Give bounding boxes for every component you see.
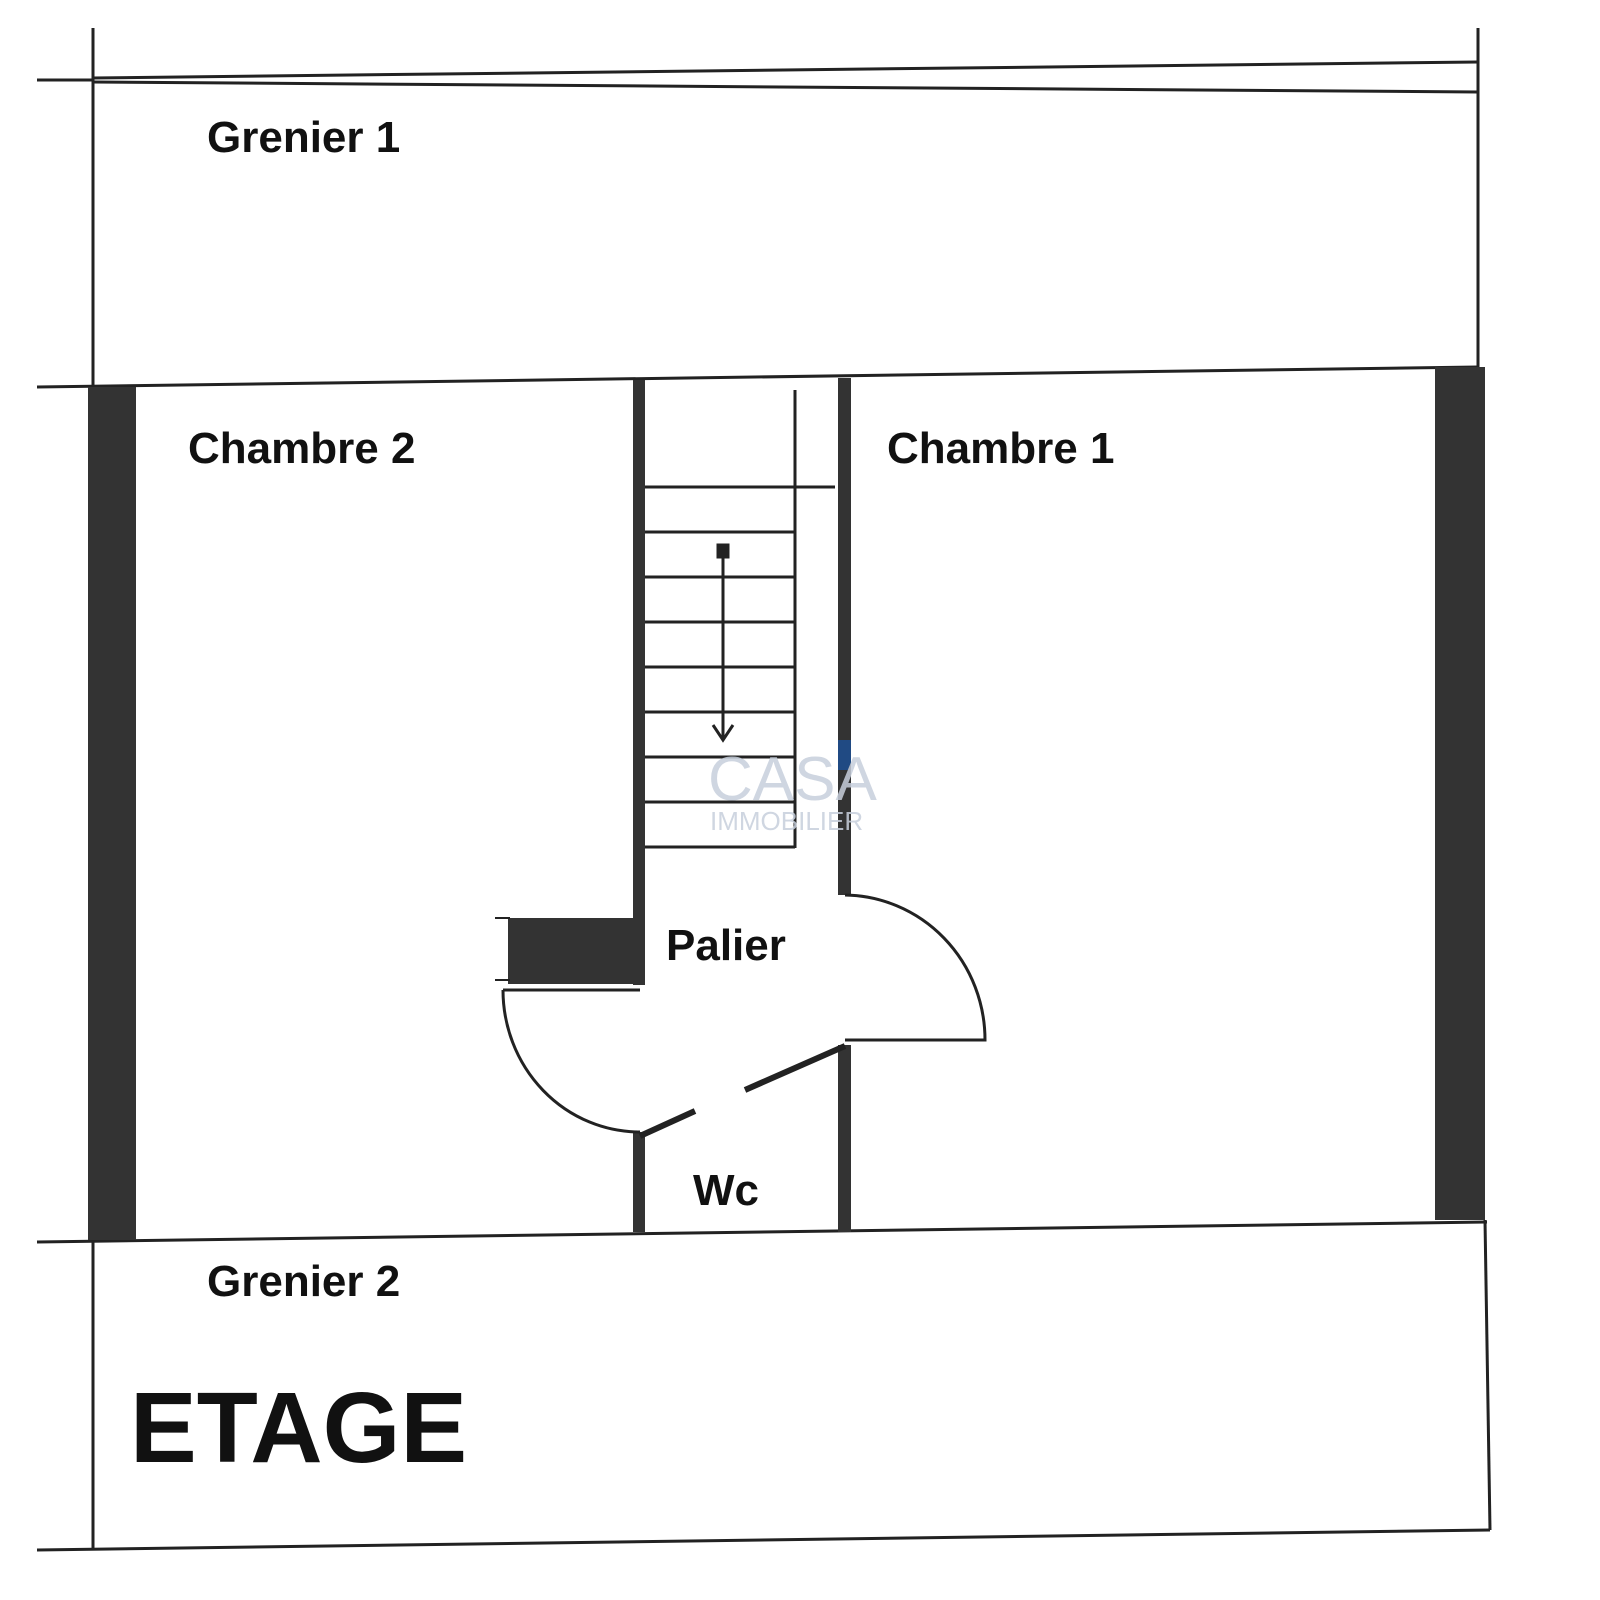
- door-leaf-wc: [638, 1108, 697, 1139]
- room-label-grenier-2: Grenier 2: [207, 1257, 400, 1306]
- doors: [495, 893, 987, 1139]
- outline-lines: [36, 28, 1492, 1552]
- watermark-immobilier: IMMOBILIER: [710, 806, 863, 836]
- room-label-palier: Palier: [666, 921, 786, 970]
- room-label-chambre-1: Chambre 1: [887, 424, 1114, 473]
- staircase: [645, 390, 835, 849]
- door-swing-chambre2: [501, 988, 641, 1134]
- room-label-wc: Wc: [693, 1166, 759, 1215]
- watermark: CASA IMMOBILIER: [708, 740, 877, 836]
- room-label-chambre-2: Chambre 2: [188, 424, 415, 473]
- floor-title: ETAGE: [130, 1372, 467, 1484]
- watermark-casa: CASA: [708, 745, 877, 814]
- exterior-walls: [88, 367, 1485, 1240]
- door-swing-chambre1: [844, 893, 987, 1042]
- room-label-grenier-1: Grenier 1: [207, 113, 400, 162]
